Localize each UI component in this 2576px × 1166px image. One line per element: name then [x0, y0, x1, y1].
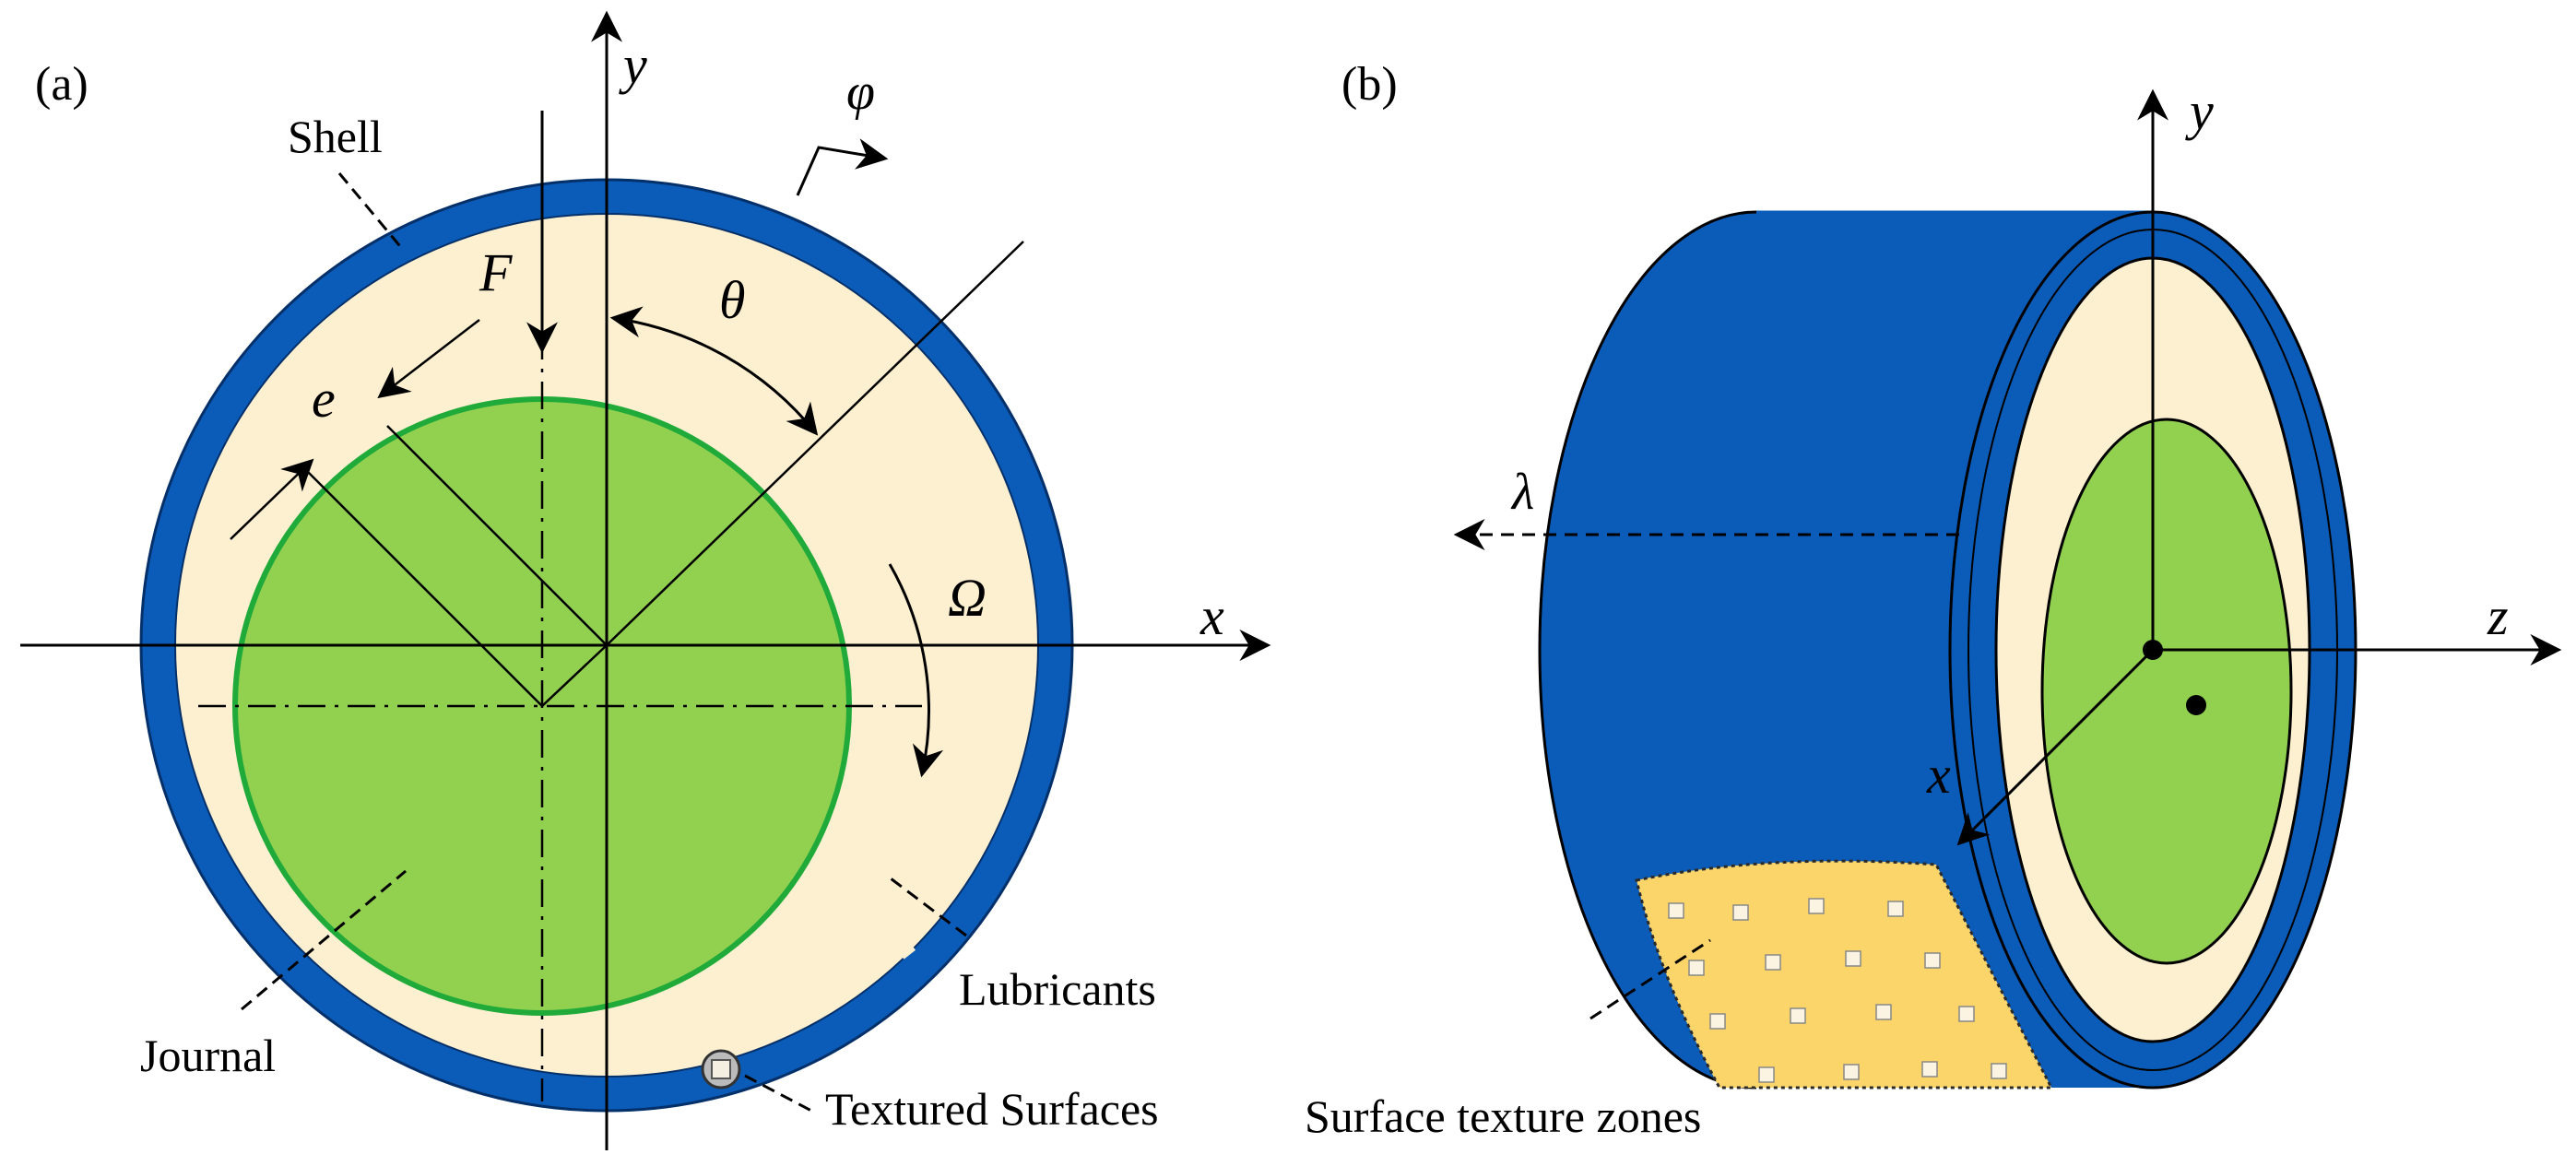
b-x-axis — [1956, 648, 2155, 846]
eccentricity-label: e — [312, 369, 336, 429]
shell-callout: Shell — [288, 111, 383, 162]
x-axis-label: x — [1199, 586, 1224, 646]
panel-b: (b) y z x λ Surface texture zones — [1305, 58, 2562, 1142]
textured-callout: Textured Surfaces — [825, 1083, 1159, 1135]
panel-b-label: (b) — [1341, 58, 1398, 111]
omega-arc — [888, 563, 944, 778]
bearing-radius-line — [386, 425, 608, 646]
journal-center-dot — [2186, 695, 2206, 715]
panel-a: (a) y x φ F θ e Ω Shell Lubricants Journ… — [20, 10, 1271, 1150]
omega-label: Ω — [948, 568, 987, 628]
phi-bracket-arrow — [796, 138, 889, 196]
lubricants-leader — [886, 874, 967, 937]
lubricants-callout: Lubricants — [959, 963, 1156, 1015]
b-y-axis-label: y — [2185, 81, 2214, 141]
attitude-line — [606, 241, 1024, 646]
force-label: F — [479, 242, 513, 302]
eccentricity-arrow-left — [230, 458, 314, 540]
texture-zone-leader — [1589, 938, 1711, 1020]
journal-callout: Journal — [140, 1030, 276, 1081]
textured-leader — [744, 1074, 812, 1113]
textured-surface-pit-icon — [711, 1059, 731, 1079]
shell-leader — [337, 172, 406, 252]
texture-pits — [1668, 898, 2007, 1083]
journal-radius-line — [303, 467, 543, 707]
center-link — [541, 644, 608, 707]
theta-arc — [609, 306, 819, 436]
b-x-axis-label: x — [1926, 745, 1951, 805]
cylinder-back-edge — [1538, 210, 1757, 1089]
lambda-label: λ — [1510, 464, 1534, 521]
phi-label: φ — [846, 64, 875, 121]
texture-zone-callout: Surface texture zones — [1305, 1090, 1701, 1142]
texture-grooves — [750, 934, 916, 1035]
journal-leader — [241, 869, 407, 1011]
eccentricity-arrow-right — [377, 319, 480, 399]
b-z-axis-label: z — [2487, 586, 2509, 646]
panel-a-label: (a) — [35, 58, 89, 111]
front-face-journal — [2040, 418, 2293, 965]
y-axis-label: y — [619, 35, 647, 95]
bearing-center-dot — [2143, 640, 2163, 660]
theta-label: θ — [719, 270, 746, 330]
